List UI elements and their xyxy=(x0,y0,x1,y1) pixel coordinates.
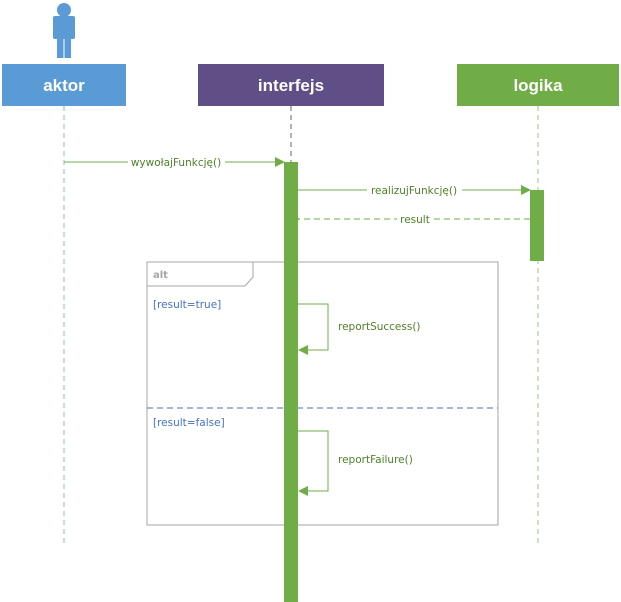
guard-result-true: [result=true] xyxy=(153,299,221,311)
message-result-label: result xyxy=(400,214,430,226)
message-report-success-label: reportSuccess() xyxy=(338,321,421,333)
activation-interfejs xyxy=(284,162,298,602)
participant-interfejs: interfejs xyxy=(198,64,384,106)
message-report-success: reportSuccess() xyxy=(298,303,421,355)
guard-result-false: [result=false] xyxy=(153,417,225,429)
participant-aktor: aktor xyxy=(2,64,126,106)
message-wywolaj-funkcje-label: wywołajFunkcję() xyxy=(131,157,221,169)
activation-logika xyxy=(530,190,544,261)
message-realizuj-funkcje: realizujFunkcję() xyxy=(298,183,531,197)
actor-person-icon xyxy=(53,3,75,58)
participant-interfejs-label: interfejs xyxy=(258,76,324,95)
message-result-return: result xyxy=(299,212,530,226)
participant-aktor-label: aktor xyxy=(43,76,85,95)
message-wywolaj-funkcje: wywołajFunkcję() xyxy=(64,155,285,169)
alt-fragment: alt [result=true] [result=false] xyxy=(146,261,499,526)
message-report-failure: reportFailure() xyxy=(298,430,413,496)
message-realizuj-funkcje-label: realizujFunkcję() xyxy=(371,185,457,197)
message-report-failure-label: reportFailure() xyxy=(338,454,413,466)
participant-logika-label: logika xyxy=(513,76,563,95)
alt-fragment-operator: alt xyxy=(153,270,168,281)
participant-logika: logika xyxy=(457,64,619,106)
